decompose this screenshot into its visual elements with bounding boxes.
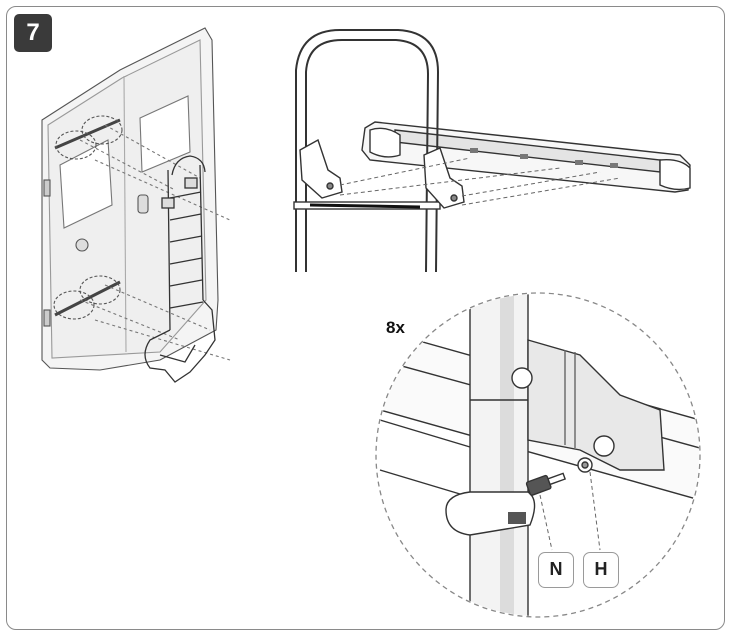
part-label-n: N — [538, 552, 574, 588]
van-door-illustration — [41, 27, 231, 383]
ladder-top-illustration — [293, 29, 691, 273]
detail-magnifier — [375, 292, 701, 618]
quantity-label: 8x — [386, 318, 405, 337]
step-number-badge: 7 — [14, 14, 52, 52]
part-label-h: H — [583, 552, 619, 588]
